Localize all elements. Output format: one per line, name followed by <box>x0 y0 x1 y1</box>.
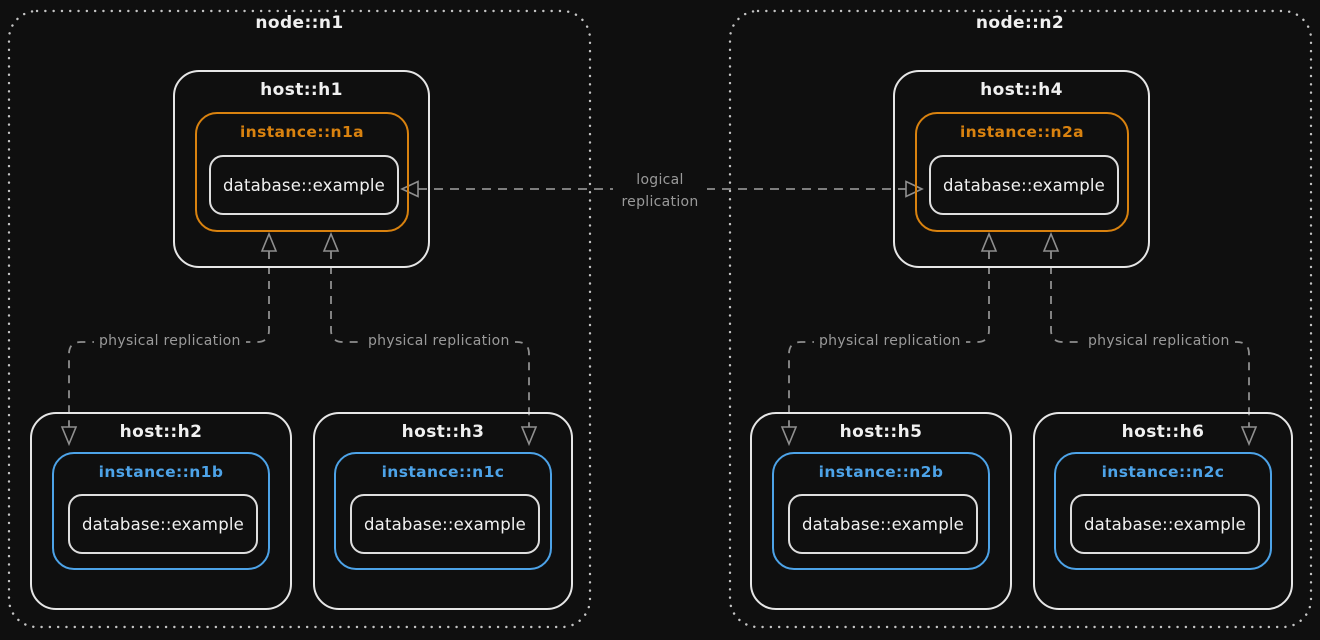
host-h1-box: host::h1 instance::n1a database::example <box>173 70 430 268</box>
host-h2-title: host::h2 <box>119 422 203 442</box>
node-n1-title: node::n1 <box>255 13 344 33</box>
instance-n2c-box: instance::n2c database::example <box>1054 452 1272 570</box>
database-h2-box: database::example <box>68 494 258 554</box>
host-h2-box: host::h2 instance::n1b database::example <box>30 412 292 610</box>
instance-n1b-box: instance::n1b database::example <box>52 452 270 570</box>
instance-n1b-label: instance::n1b <box>98 463 224 481</box>
host-h3-title: host::h3 <box>401 422 485 442</box>
physical-replication-label-1: physical replication <box>94 333 246 349</box>
instance-n1c-label: instance::n1c <box>381 463 505 481</box>
host-h5-box: host::h5 instance::n2b database::example <box>750 412 1012 610</box>
host-h4-box: host::h4 instance::n2a database::example <box>893 70 1150 268</box>
host-h3-box: host::h3 instance::n1c database::example <box>313 412 573 610</box>
host-h6-box: host::h6 instance::n2c database::example <box>1033 412 1293 610</box>
database-h1-box: database::example <box>209 155 399 215</box>
database-h4-box: database::example <box>929 155 1119 215</box>
physical-replication-label-2: physical replication <box>363 333 515 349</box>
host-h6-title: host::h6 <box>1121 422 1205 442</box>
database-h1-label: database::example <box>222 175 386 195</box>
database-h5-label: database::example <box>801 514 965 534</box>
physical-replication-label-3: physical replication <box>814 333 966 349</box>
node-n2-title: node::n2 <box>975 13 1065 33</box>
instance-n1a-box: instance::n1a database::example <box>195 112 409 232</box>
instance-n2c-label: instance::n2c <box>1101 463 1225 481</box>
database-h3-box: database::example <box>350 494 540 554</box>
instance-n2b-label: instance::n2b <box>818 463 944 481</box>
instance-n1a-label: instance::n1a <box>239 123 365 141</box>
host-h4-title: host::h4 <box>980 80 1063 100</box>
database-h2-label: database::example <box>81 514 245 534</box>
instance-n2b-box: instance::n2b database::example <box>772 452 990 570</box>
database-h3-label: database::example <box>363 514 527 534</box>
instance-n1c-box: instance::n1c database::example <box>334 452 552 570</box>
host-h1-title: host::h1 <box>260 80 343 100</box>
instance-n2a-box: instance::n2a database::example <box>915 112 1129 232</box>
instance-n2a-label: instance::n2a <box>959 123 1085 141</box>
database-h4-label: database::example <box>942 175 1106 195</box>
host-h5-title: host::h5 <box>839 422 923 442</box>
database-h6-label: database::example <box>1083 514 1247 534</box>
physical-replication-label-4: physical replication <box>1083 333 1235 349</box>
logical-replication-label: logical replication <box>613 168 707 216</box>
database-h5-box: database::example <box>788 494 978 554</box>
database-h6-box: database::example <box>1070 494 1260 554</box>
